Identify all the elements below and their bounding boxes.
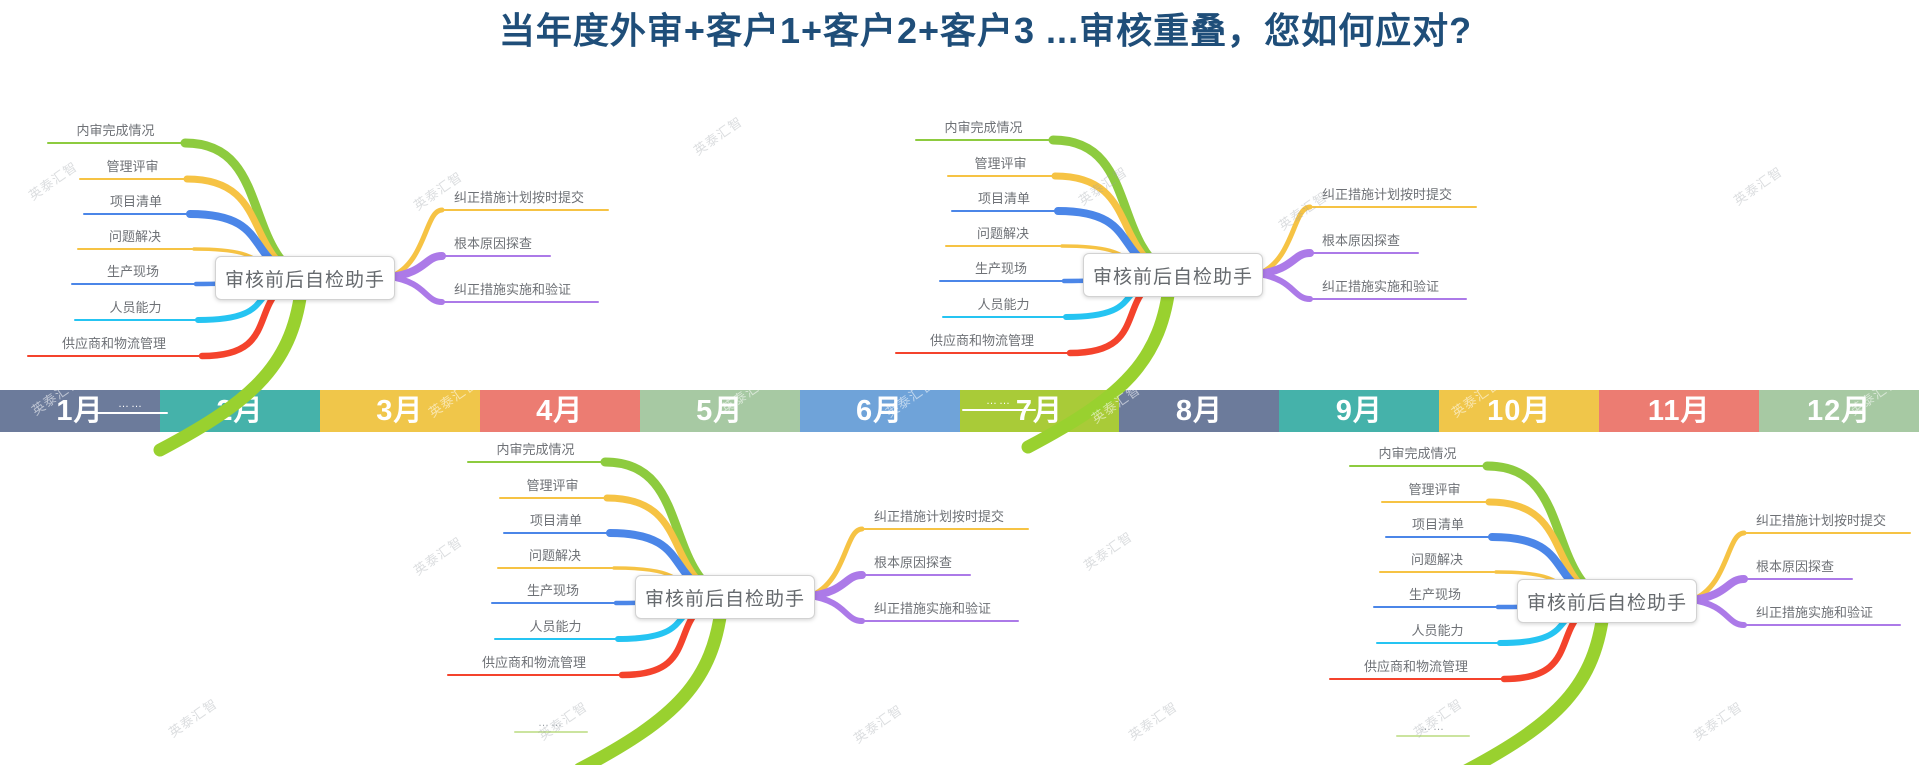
branch-label: 根本原因探查	[874, 555, 953, 570]
branch-label: 人员能力	[109, 300, 162, 315]
month-label: 12月	[1806, 394, 1872, 427]
watermark-text: 英泰汇智	[690, 113, 746, 159]
month-cell: 12月	[1759, 390, 1919, 432]
branch-label: 供应商和物流管理	[1363, 659, 1468, 674]
month-label: 5月	[696, 394, 744, 427]
branch-label-ellipsis: ……	[1420, 721, 1446, 733]
mindmap-top-right: 内审完成情况管理评审项目清单问题解决生产现场人员能力供应商和物流管理纠正措施计划…	[868, 95, 1488, 475]
month-cell: 11月	[1599, 390, 1760, 432]
branch-label: 供应商和物流管理	[481, 655, 586, 670]
watermark-text: 英泰汇智	[165, 695, 221, 741]
mindmap-center-node: 审核前后自检助手	[215, 256, 395, 300]
branch-curve-ellipsis	[1021, 273, 1177, 454]
branch-label: 根本原因探查	[1322, 233, 1401, 248]
branch-label: 管理评审	[526, 478, 579, 493]
branch-curve-right	[1254, 249, 1314, 278]
branch-label: 生产现场	[974, 261, 1027, 276]
month-label: 4月	[536, 394, 584, 427]
watermark-text: 英泰汇智	[1730, 163, 1786, 209]
branch-curve-right	[806, 571, 866, 600]
page-title: 当年度外审+客户1+客户2+客户3 ...审核重叠，您如何应对?	[498, 10, 1473, 51]
branch-label: 人员能力	[529, 619, 582, 634]
branch-label: 纠正措施计划按时提交	[454, 190, 585, 205]
branch-curve-right	[1689, 597, 1747, 628]
mindmap-center-node: 审核前后自检助手	[635, 575, 815, 619]
branch-curve-ellipsis	[574, 595, 729, 765]
month-label: 3月	[376, 394, 424, 427]
branch-label: 内审完成情况	[496, 442, 575, 457]
month-cell: 5月	[639, 390, 800, 432]
month-label: 9月	[1335, 394, 1383, 427]
branch-label: 内审完成情况	[1378, 446, 1457, 461]
mindmap-center-node: 审核前后自检助手	[1517, 579, 1697, 623]
watermark-text: 英泰汇智	[1125, 698, 1181, 744]
branch-label: 纠正措施计划按时提交	[1756, 513, 1887, 528]
month-cell: 9月	[1279, 390, 1440, 432]
branch-label: 纠正措施计划按时提交	[874, 509, 1005, 524]
branch-curve-ellipsis	[1463, 599, 1611, 765]
month-cell: 4月	[479, 390, 640, 432]
branch-label: 项目清单	[977, 191, 1030, 206]
branch-label: 纠正措施实施和验证	[454, 282, 572, 297]
month-label: 8月	[1175, 394, 1223, 427]
mindmap-top-left: 内审完成情况管理评审项目清单问题解决生产现场人员能力供应商和物流管理纠正措施计划…	[0, 98, 620, 478]
watermark-text: 英泰汇智	[1080, 528, 1136, 574]
month-label: 11月	[1647, 394, 1711, 427]
branch-label: 内审完成情况	[944, 120, 1023, 135]
branch-label: 项目清单	[1411, 517, 1464, 532]
branch-label: 纠正措施实施和验证	[874, 601, 992, 616]
branch-label: 人员能力	[1411, 623, 1464, 638]
branch-curve-right	[387, 274, 445, 305]
branch-curve-right	[1255, 271, 1313, 302]
branch-label: 内审完成情况	[76, 123, 155, 138]
month-label: 10月	[1487, 394, 1552, 427]
branch-label: 问题解决	[528, 548, 581, 563]
branch-label: 项目清单	[529, 513, 582, 528]
month-cell: 6月	[799, 390, 960, 432]
branch-curve-ellipsis	[153, 276, 309, 457]
branch-label: 生产现场	[106, 264, 159, 279]
month-cell: 8月	[1119, 390, 1280, 432]
month-cell: 3月	[319, 390, 480, 432]
mindmap-bottom-right: 内审完成情况管理评审项目清单问题解决生产现场人员能力供应商和物流管理 纠正措施计划…	[1302, 421, 1919, 765]
branch-label: 生产现场	[526, 583, 579, 598]
mindmap-bottom-left: 内审完成情况管理评审项目清单问题解决生产现场人员能力供应商和物流管理 纠正措施计划…	[420, 417, 1040, 765]
branch-curve-right	[386, 252, 446, 281]
branch-label-ellipsis: ……	[118, 398, 144, 410]
month-label: 6月	[856, 394, 904, 427]
branch-label: 管理评审	[1408, 482, 1461, 497]
branch-label: 管理评审	[974, 156, 1027, 171]
month-cell: 1月	[0, 390, 160, 432]
branch-label-ellipsis: ……	[986, 395, 1012, 407]
branch-label: 问题解决	[108, 229, 161, 244]
branch-label-ellipsis: ……	[538, 717, 564, 729]
branch-label: 问题解决	[1410, 552, 1463, 567]
branch-label: 生产现场	[1408, 587, 1461, 602]
branch-curve-right	[807, 593, 865, 624]
branch-label: 问题解决	[976, 226, 1029, 241]
branch-label: 根本原因探查	[454, 236, 533, 251]
branch-label: 纠正措施实施和验证	[1322, 279, 1440, 294]
branch-label: 纠正措施计划按时提交	[1322, 187, 1453, 202]
branch-label: 根本原因探查	[1756, 559, 1835, 574]
branch-label: 供应商和物流管理	[929, 333, 1034, 348]
branch-curve-right	[1688, 575, 1748, 604]
branch-label: 纠正措施实施和验证	[1756, 605, 1874, 620]
branch-label: 项目清单	[109, 194, 162, 209]
mindmap-center-node: 审核前后自检助手	[1083, 253, 1263, 297]
month-label: 1月	[56, 394, 104, 427]
branch-label: 供应商和物流管理	[61, 336, 166, 351]
branch-label: 人员能力	[977, 297, 1030, 312]
branch-label: 管理评审	[106, 159, 159, 174]
month-cell: 10月	[1439, 390, 1600, 432]
